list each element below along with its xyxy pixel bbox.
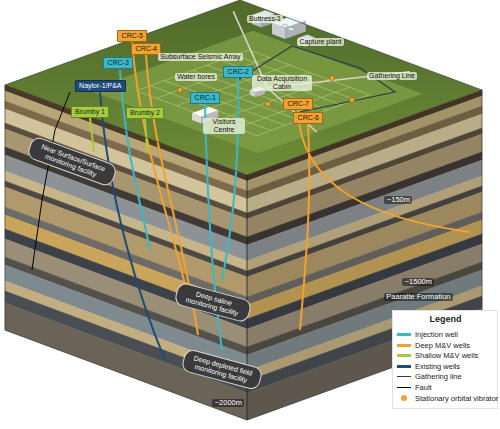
well-name: CRC-1: [194, 94, 216, 102]
well-tag: Brumby 1: [71, 106, 109, 118]
well-bore: [145, 119, 147, 152]
legend-entry: Fault: [397, 383, 432, 392]
seismic-array-line: [237, 87, 350, 128]
legend-entry: Deep M&V wells: [397, 341, 470, 350]
well-tag: CRC-1: [190, 92, 220, 104]
site-label: Data Acquisition Cabin: [252, 75, 312, 90]
legend-entry: Stationary orbital vibrator: [397, 394, 498, 403]
fault-line: [32, 92, 70, 270]
well-bore: [300, 124, 309, 330]
well-name: CRC-4: [135, 45, 157, 53]
legend-dot: [401, 395, 407, 401]
legend-text: Stationary orbital vibrator: [415, 394, 498, 403]
legend-line: [397, 387, 411, 388]
depth-label: ~2000m: [212, 399, 244, 407]
legend-swatch: [397, 344, 411, 347]
well-tag: CRC-4: [131, 43, 161, 55]
depth-label: Paaratte Formation: [384, 293, 453, 301]
well-name: Naylor-1/P&A: [79, 82, 122, 90]
legend-swatch: [397, 365, 411, 368]
legend-swatch: [397, 333, 411, 336]
well-name: CRC-7: [287, 100, 309, 108]
legend-swatch: [397, 354, 411, 357]
well-name: Brumby 2: [130, 109, 160, 117]
legend-title: Legend: [429, 315, 462, 325]
legend-text: Shallow M&V wells: [415, 351, 478, 360]
legend-text: Deep M&V wells: [415, 341, 470, 350]
block-outline: [5, 0, 482, 175]
well-name: CRC-3: [107, 59, 129, 67]
well-bore: [222, 78, 238, 280]
legend-entry: Shallow M&V wells: [397, 351, 478, 360]
well-tag: CRC-6: [293, 112, 323, 124]
ground-surface: [5, 0, 482, 175]
well-tag: CRC-5: [117, 30, 147, 42]
well-tag: Naylor-1/P&A: [75, 80, 126, 92]
site-label: Water bores: [175, 73, 217, 81]
legend-line: [397, 376, 411, 377]
legend-text: Gathering line: [415, 372, 462, 381]
legend-entry: Gathering line: [397, 372, 462, 381]
orbital-vibrator: [329, 75, 334, 80]
well-name: CRC-2: [227, 68, 249, 76]
orbital-vibrator: [265, 101, 270, 106]
site-label: Buttress-1: [247, 15, 283, 23]
orbital-vibrator: [177, 87, 182, 92]
legend-entry: Existing wells: [397, 362, 460, 371]
well-name: Brumby 1: [75, 108, 105, 116]
well-bore: [298, 110, 470, 232]
well-name: CRC-5: [121, 32, 143, 40]
well-tag: CRC-2: [223, 66, 253, 78]
orbital-vibrator: [349, 97, 354, 102]
well-name: CRC-6: [297, 114, 319, 122]
legend-entry: Injection well: [397, 330, 458, 339]
well-bore: [120, 70, 150, 250]
legend-text: Existing wells: [415, 362, 460, 371]
seismic-array-line: [136, 50, 249, 91]
well-tag: Brumby 2: [126, 107, 164, 119]
site-label: Visitors Centre: [203, 118, 245, 133]
site-label: Capture plant: [297, 38, 344, 46]
storage-tank: [288, 27, 294, 30]
site-label: Gathering Line: [367, 72, 417, 80]
depth-label: ~150m: [384, 196, 412, 204]
well-tag: CRC-3: [103, 57, 133, 69]
well-bore: [90, 118, 94, 152]
seismic-array-line: [249, 50, 370, 95]
well-tag: CRC-7: [283, 98, 313, 110]
storage-tank: [282, 24, 288, 27]
seismic-array-line: [235, 55, 356, 100]
site-label: Subsurface Seismic Array: [158, 53, 243, 61]
depth-label: ~1500m: [402, 278, 434, 286]
legend-text: Fault: [415, 383, 432, 392]
seismic-array-line: [207, 65, 328, 110]
legend-text: Injection well: [415, 330, 458, 339]
